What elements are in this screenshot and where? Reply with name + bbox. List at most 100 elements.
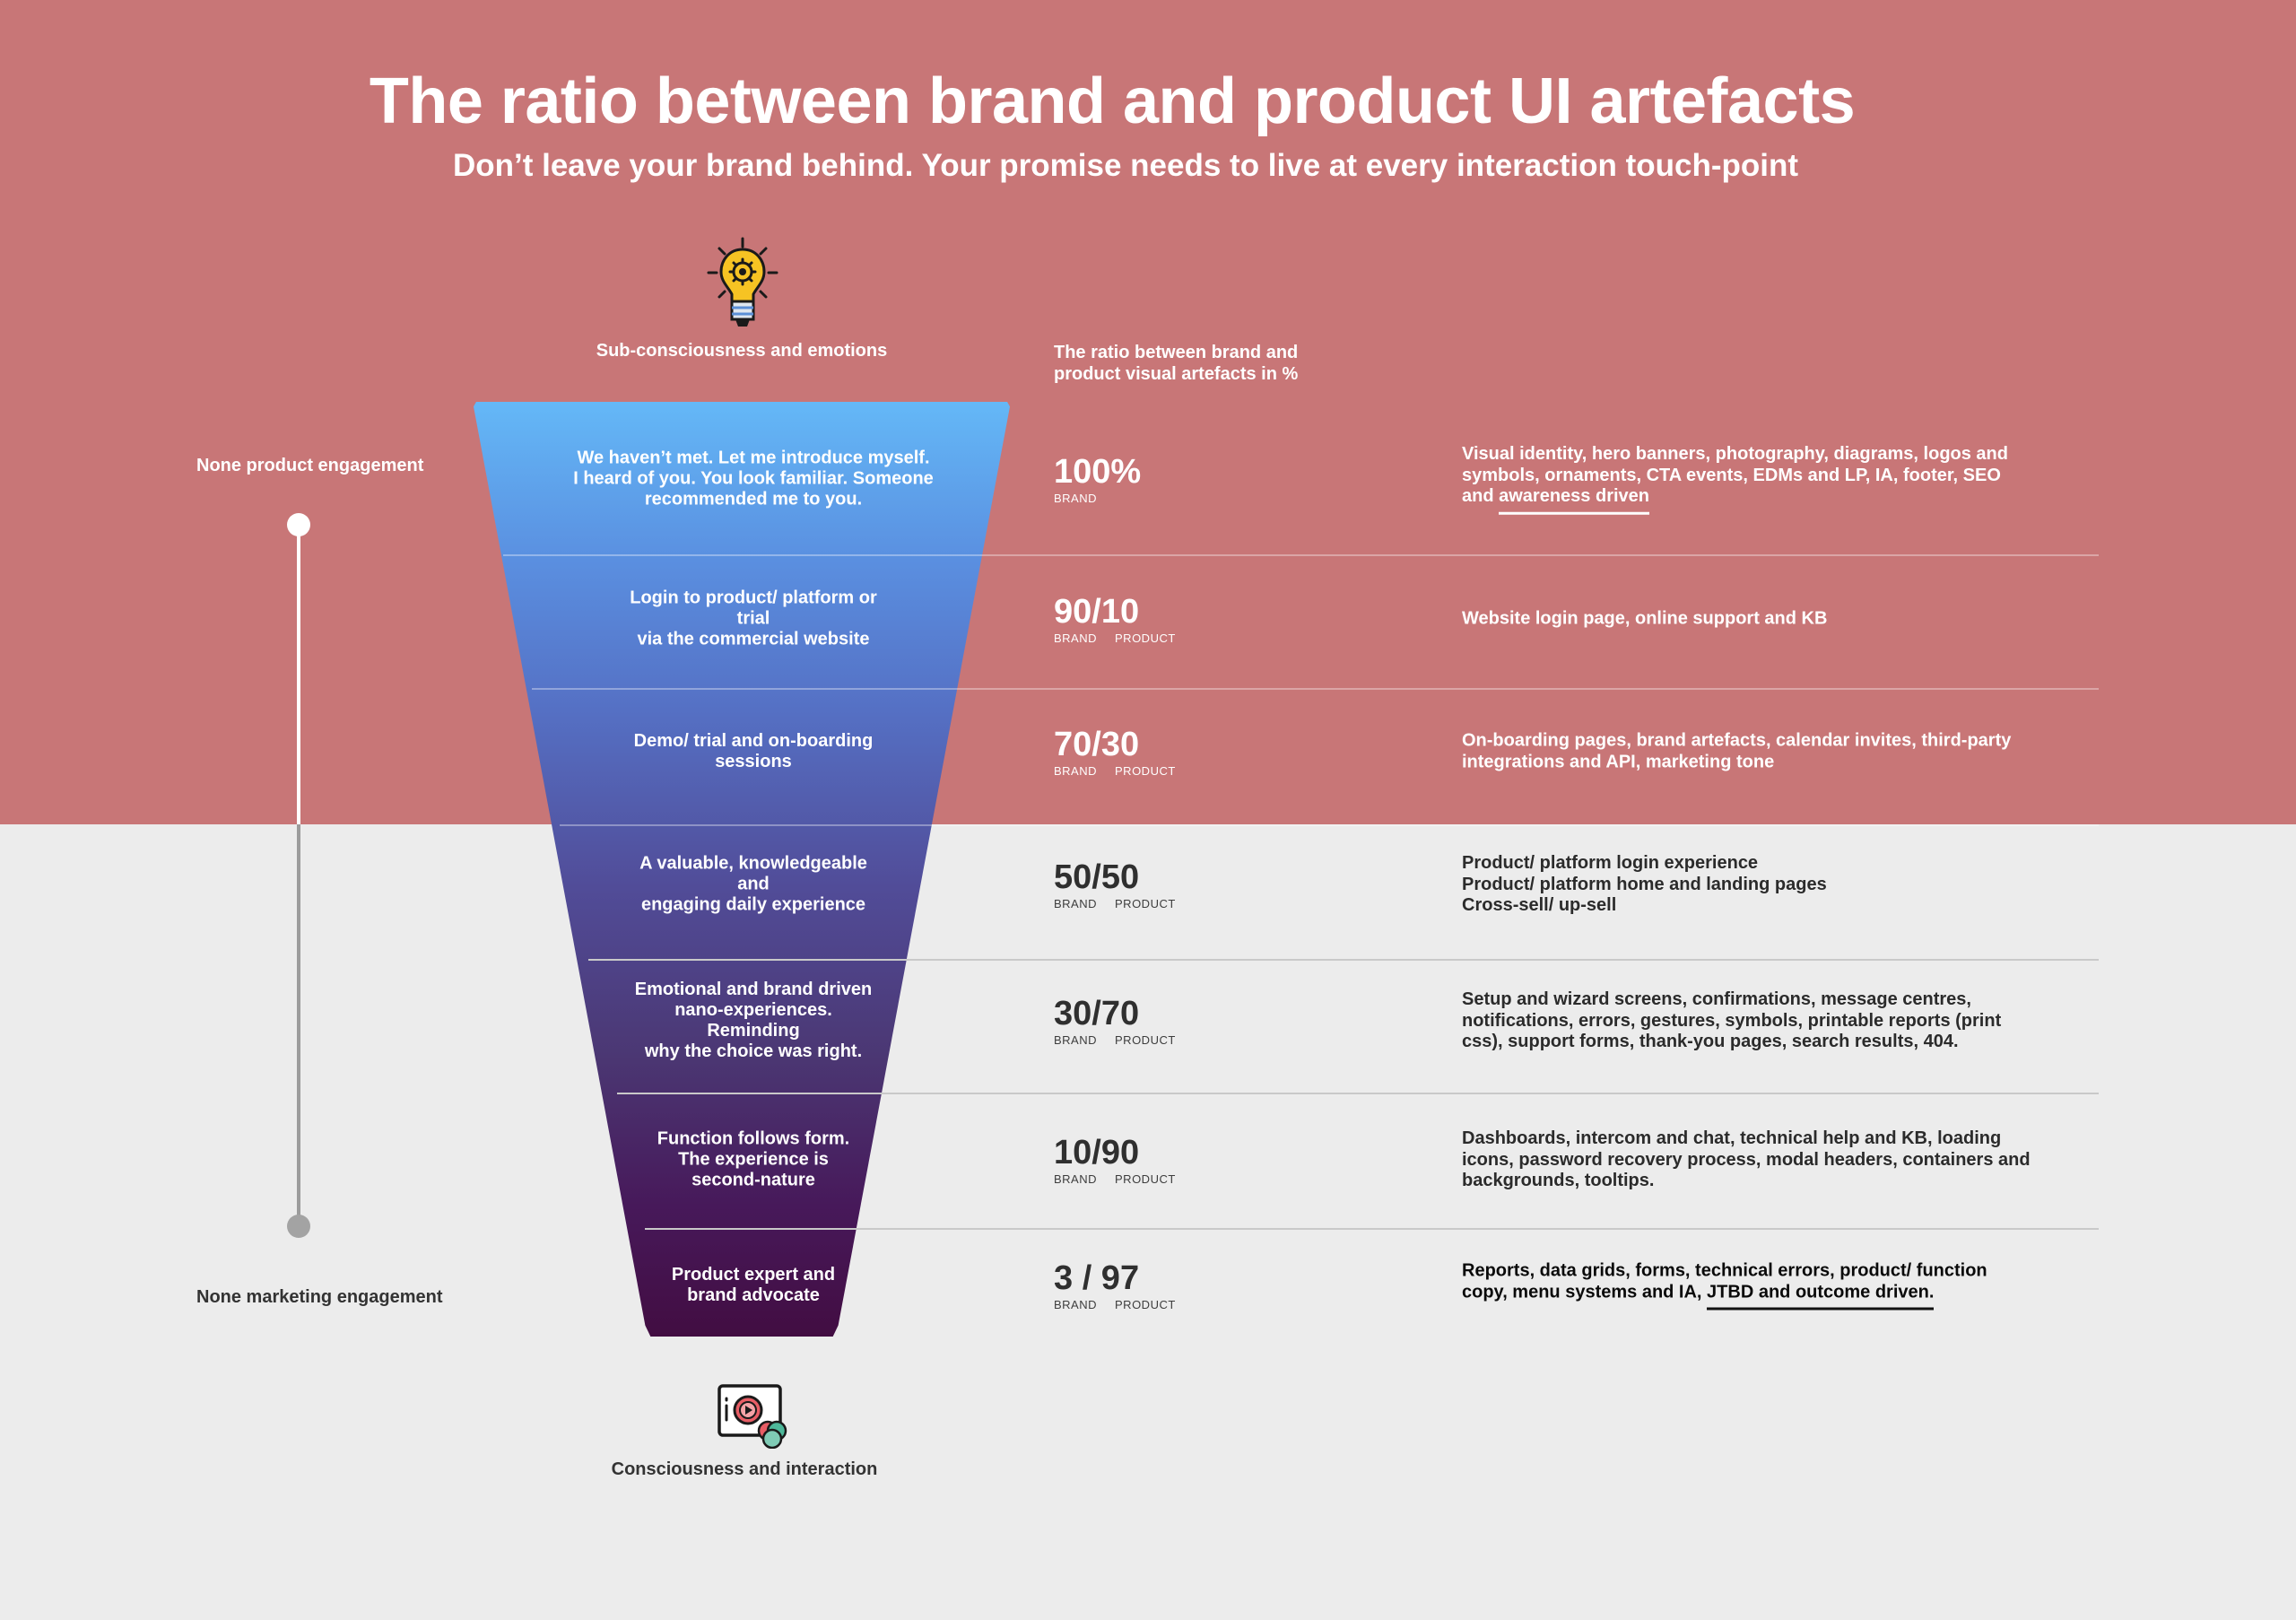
ratio-value: 90/10	[1054, 593, 1140, 631]
ratio-column-header: The ratio between brand and product visu…	[1054, 342, 1359, 385]
description-line: Setup and wizard screens, confirmations,…	[1462, 989, 1971, 1009]
none-marketing-engagement-label: None marketing engagement	[196, 1287, 443, 1307]
stage-ratio: 100%BRAND	[1054, 453, 1141, 505]
ratio-labels: BRAND PRODUCT	[1054, 764, 1194, 778]
funnel-stage-line: sessions	[715, 752, 792, 771]
scale-dot-top	[287, 513, 310, 536]
stage-description: Setup and wizard screens, confirmations,…	[1462, 989, 2018, 1053]
ratio-header-line-2: product visual artefacts in %	[1054, 364, 1299, 384]
engagement-scale	[287, 510, 310, 1245]
stage-description: Website login page, online support and K…	[1462, 608, 2018, 630]
ratio-labels: BRAND PRODUCT	[1054, 1298, 1194, 1311]
description-line: Product/ platform login experience	[1462, 852, 1759, 873]
description-line: Product/ platform home and landing pages	[1462, 874, 1827, 894]
funnel-stage-line: Emotional and brand driven	[634, 980, 873, 999]
underlined-keyword: awareness driven	[1499, 486, 1649, 515]
description-line: integrations and API, marketing tone	[1462, 752, 1775, 771]
ratio-labels: BRAND PRODUCT	[1054, 897, 1194, 910]
description-line: notifications, errors, gestures, symbols…	[1462, 1010, 2002, 1031]
description-text: copy, menu systems and IA,	[1462, 1282, 1708, 1302]
brand-label: BRAND	[1054, 631, 1098, 645]
description-line: Reports, data grids, forms, technical er…	[1462, 1260, 1987, 1281]
funnel-stage-line: Product expert and	[671, 1265, 836, 1285]
media-screen-icon	[718, 1384, 787, 1449]
funnel-stage-line: Login to product/ platform or trial	[630, 588, 877, 629]
description-line: On-boarding pages, brand artefacts, cale…	[1462, 730, 2012, 751]
description-line: and awareness driven	[1462, 486, 2018, 515]
description-line: symbols, ornaments, CTA events, EDMs and…	[1462, 465, 2001, 485]
ratio-value: 3 / 97	[1054, 1259, 1140, 1297]
product-label: PRODUCT	[1115, 1033, 1176, 1047]
page-subtitle: Don’t leave your brand behind. Your prom…	[452, 148, 1799, 183]
description-line: Dashboards, intercom and chat, technical…	[1462, 1128, 2002, 1148]
brand-label: BRAND	[1054, 1298, 1098, 1311]
funnel-stage-line: recommended me to you.	[644, 489, 863, 510]
none-product-engagement-label: None product engagement	[196, 456, 424, 475]
product-label: PRODUCT	[1115, 1298, 1176, 1311]
brand-label: BRAND	[1054, 764, 1098, 778]
stage-divider	[532, 688, 2099, 690]
description-line: css), support forms, thank-you pages, se…	[1462, 1031, 1959, 1051]
ratio-value: 10/90	[1054, 1134, 1140, 1171]
stage-description: Reports, data grids, forms, technical er…	[1462, 1261, 2018, 1311]
funnel-stage-line: Demo/ trial and on-boarding	[633, 731, 874, 751]
page-title: The ratio between brand and product UI a…	[369, 65, 1856, 137]
funnel-stage-line: nano-experiences. Reminding	[674, 1000, 832, 1041]
funnel-stage-line: I heard of you. You look familiar. Someo…	[573, 468, 934, 489]
brand-label: BRAND	[1054, 897, 1098, 910]
stage-description: On-boarding pages, brand artefacts, cale…	[1462, 731, 2018, 773]
funnel-stage-line: brand advocate	[687, 1285, 820, 1305]
product-label: PRODUCT	[1115, 897, 1176, 910]
stage-description: Visual identity, hero banners, photograp…	[1462, 444, 2018, 515]
ratio-labels: BRAND PRODUCT	[1054, 1033, 1194, 1047]
scale-dot-bottom	[287, 1215, 310, 1238]
underlined-keyword: JTBD and outcome driven.	[1707, 1282, 1935, 1311]
ratio-labels: BRAND PRODUCT	[1054, 631, 1194, 645]
stage-divider	[645, 1228, 2099, 1230]
brand-label: BRAND	[1054, 492, 1098, 505]
funnel-shape: We haven’t met. Let me introduce myself.…	[474, 402, 1010, 1337]
description-text: and	[1462, 485, 1500, 506]
funnel-stage-line: A valuable, knowledgeable and	[639, 853, 867, 894]
scale-line-top	[297, 524, 300, 842]
description-line: Visual identity, hero banners, photograp…	[1462, 443, 2008, 464]
brand-label: BRAND	[1054, 1033, 1098, 1047]
product-label: PRODUCT	[1115, 764, 1176, 778]
stage-divider	[588, 959, 2099, 961]
description-line: icons, password recovery process, modal …	[1462, 1149, 2031, 1170]
ratio-labels: BRAND	[1054, 492, 1141, 505]
funnel-stage-line: Function follows form.	[657, 1128, 850, 1149]
funnel-stage-line: second-nature	[691, 1170, 815, 1190]
funnel-stage-line: We haven’t met. Let me introduce myself.	[577, 448, 930, 468]
description-line: copy, menu systems and IA, JTBD and outc…	[1462, 1282, 2018, 1311]
ratio-value: 30/70	[1054, 995, 1140, 1032]
product-label: PRODUCT	[1115, 1172, 1176, 1186]
ratio-header-line-1: The ratio between brand and	[1054, 343, 1299, 362]
funnel-stage-line: engaging daily experience	[640, 894, 866, 915]
consciousness-label: Consciousness and interaction	[611, 1459, 878, 1479]
stage-divider	[617, 1093, 2099, 1094]
description-line: Cross-sell/ up-sell	[1462, 894, 1617, 915]
top-background-band	[0, 0, 2296, 824]
description-line: Website login page, online support and K…	[1462, 608, 1828, 629]
funnel-stage-line: via the commercial website	[637, 629, 870, 649]
stage-divider	[503, 554, 2099, 556]
funnel-stage-line: The experience is	[678, 1149, 829, 1170]
product-label: PRODUCT	[1115, 631, 1176, 645]
description-line: backgrounds, tooltips.	[1462, 1170, 1655, 1190]
ratio-value: 50/50	[1054, 858, 1140, 896]
funnel-stage-line: why the choice was right.	[644, 1041, 863, 1061]
